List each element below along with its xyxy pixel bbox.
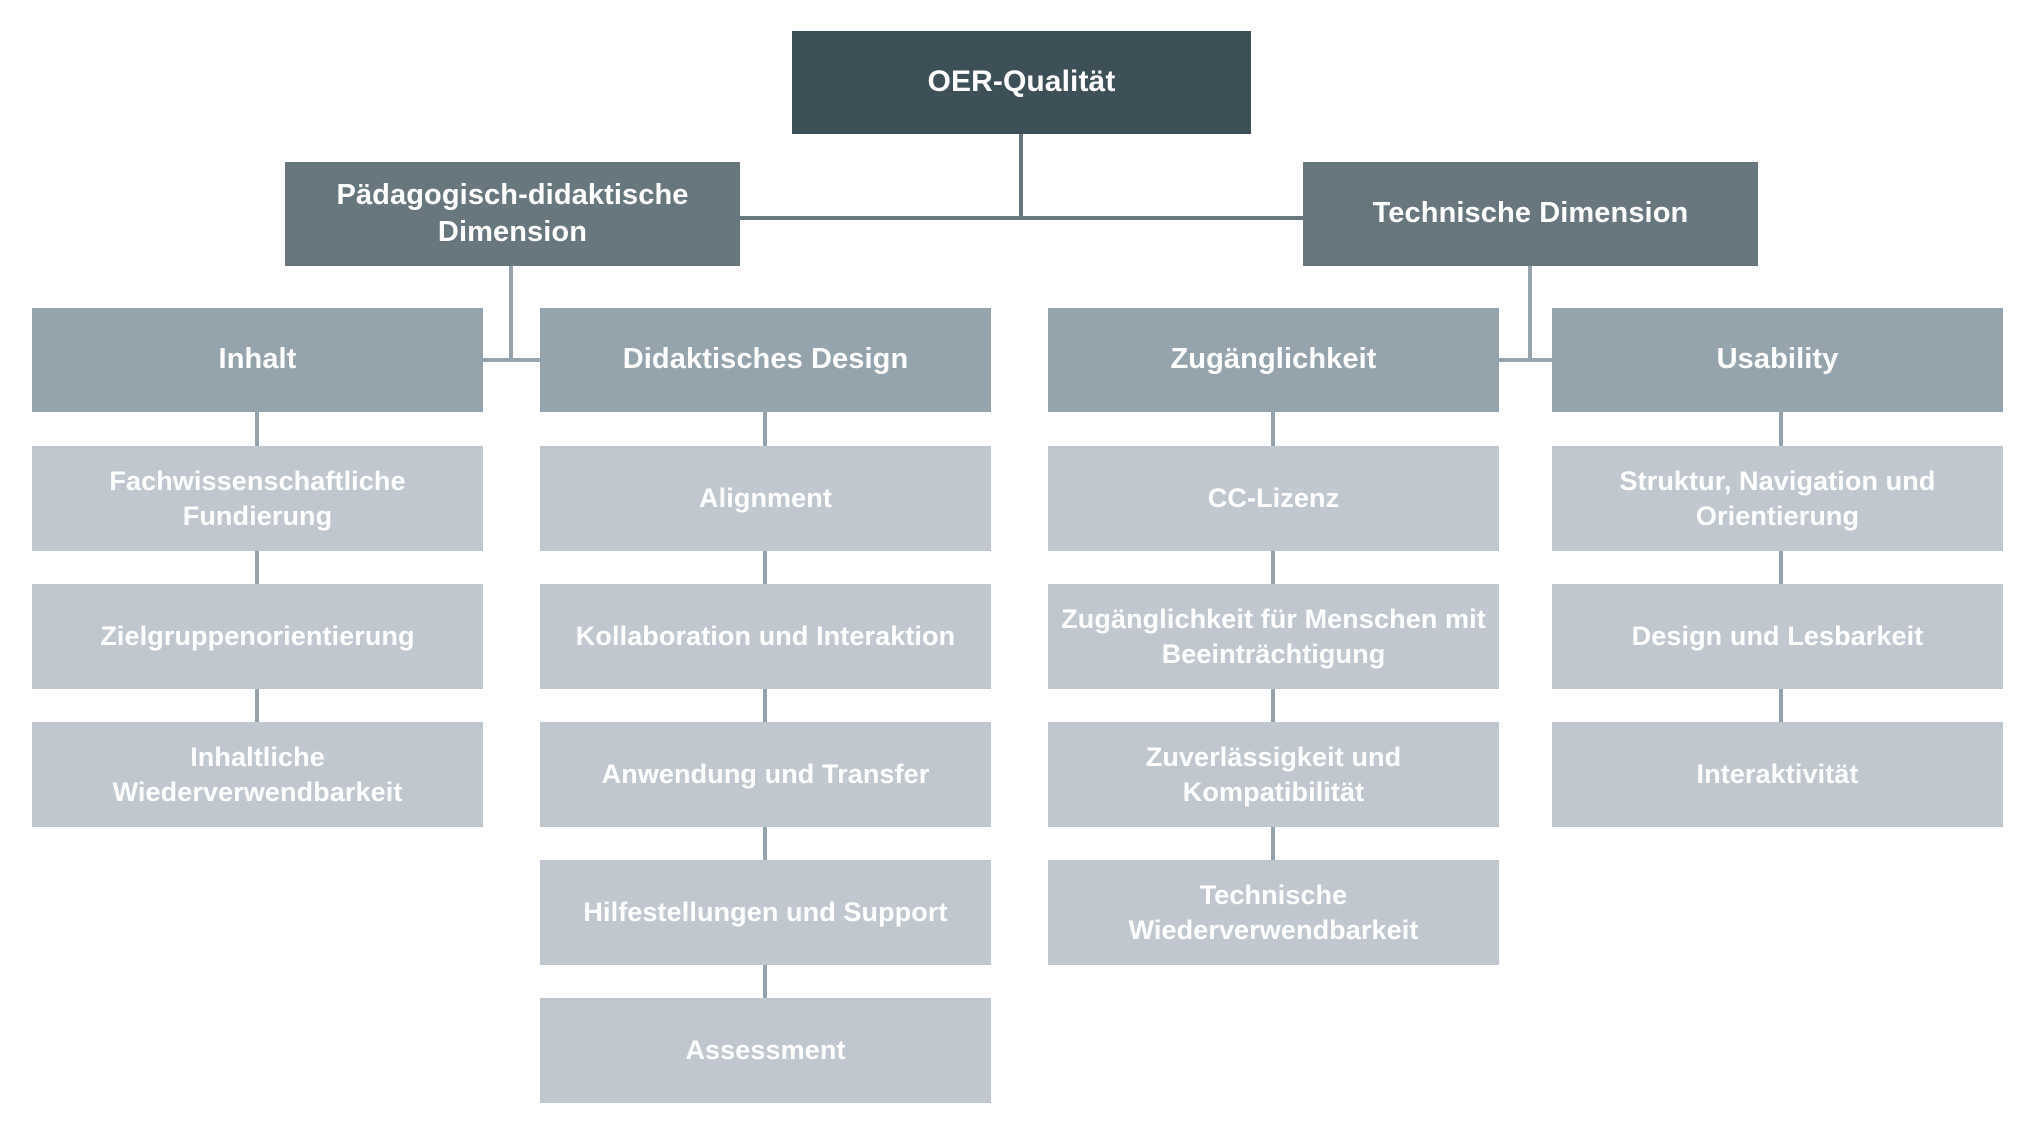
connector-dimension-spine bbox=[510, 216, 1533, 220]
node-category-zugaenglichkeit[interactable]: Zugänglichkeit bbox=[1048, 308, 1499, 412]
connector-col4-c-to-l1 bbox=[1779, 412, 1783, 446]
node-leaf-alignment[interactable]: Alignment bbox=[540, 446, 991, 551]
node-leaf-struktur-navigation-und-orientierung[interactable]: Struktur, Navigation und Orientierung bbox=[1552, 446, 2003, 551]
node-leaf-zugaenglichkeit-fuer-menschen-mit-beeintraechtigung[interactable]: Zugänglichkeit für Menschen mit Beeinträ… bbox=[1048, 584, 1499, 689]
node-category-didaktisches-design[interactable]: Didaktisches Design bbox=[540, 308, 991, 412]
node-leaf-assessment[interactable]: Assessment bbox=[540, 998, 991, 1103]
connector-col2-l1-to-l2 bbox=[763, 551, 767, 584]
connector-col3-l1-to-l2 bbox=[1271, 551, 1275, 584]
node-leaf-fachwissenschaftliche-fundierung[interactable]: Fachwissenschaftliche Fundierung bbox=[32, 446, 483, 551]
node-category-inhalt[interactable]: Inhalt bbox=[32, 308, 483, 412]
node-paedagogisch-didaktische-dimension[interactable]: Pädagogisch-didaktische Dimension bbox=[285, 162, 740, 266]
node-oer-qualitaet[interactable]: OER-Qualität bbox=[792, 31, 1251, 134]
node-leaf-hilfestellungen-und-support[interactable]: Hilfestellungen und Support bbox=[540, 860, 991, 965]
node-category-usability[interactable]: Usability bbox=[1552, 308, 2003, 412]
node-leaf-anwendung-und-transfer[interactable]: Anwendung und Transfer bbox=[540, 722, 991, 827]
connector-col1-c-to-l1 bbox=[255, 412, 259, 446]
connector-col3-l2-to-l3 bbox=[1271, 689, 1275, 722]
node-leaf-kollaboration-und-interaktion[interactable]: Kollaboration und Interaktion bbox=[540, 584, 991, 689]
connector-col3-c-to-l1 bbox=[1271, 412, 1275, 446]
connector-technical-spine bbox=[1210, 358, 1844, 362]
node-technische-dimension[interactable]: Technische Dimension bbox=[1303, 162, 1758, 266]
connector-col2-c-to-l1 bbox=[763, 412, 767, 446]
connector-col1-l2-to-l3 bbox=[255, 689, 259, 722]
node-leaf-cc-lizenz[interactable]: CC-Lizenz bbox=[1048, 446, 1499, 551]
node-leaf-zuverlaessigkeit-und-kompatibilitaet[interactable]: Zuverlässigkeit und Kompatibilität bbox=[1048, 722, 1499, 827]
connector-col1-l1-to-l2 bbox=[255, 551, 259, 584]
connector-technical-vertical bbox=[1528, 266, 1532, 362]
connector-col2-l2-to-l3 bbox=[763, 689, 767, 722]
node-leaf-design-und-lesbarkeit[interactable]: Design und Lesbarkeit bbox=[1552, 584, 2003, 689]
connector-col2-l4-to-l5 bbox=[763, 965, 767, 998]
connector-col2-l3-to-l4 bbox=[763, 827, 767, 860]
connector-pedagogical-vertical bbox=[509, 266, 513, 362]
connector-col4-l2-to-l3 bbox=[1779, 689, 1783, 722]
node-leaf-interaktivitaet[interactable]: Interaktivität bbox=[1552, 722, 2003, 827]
node-leaf-zielgruppenorientierung[interactable]: Zielgruppenorientierung bbox=[32, 584, 483, 689]
connector-pedagogical-spine bbox=[194, 358, 828, 362]
connector-col3-l3-to-l4 bbox=[1271, 827, 1275, 860]
connector-col4-l1-to-l2 bbox=[1779, 551, 1783, 584]
node-leaf-inhaltliche-wiederverwendbarkeit[interactable]: Inhaltliche Wiederverwendbarkeit bbox=[32, 722, 483, 827]
connector-root-vertical bbox=[1019, 134, 1023, 220]
node-leaf-technische-wiederverwendbarkeit[interactable]: Technische Wiederverwendbarkeit bbox=[1048, 860, 1499, 965]
